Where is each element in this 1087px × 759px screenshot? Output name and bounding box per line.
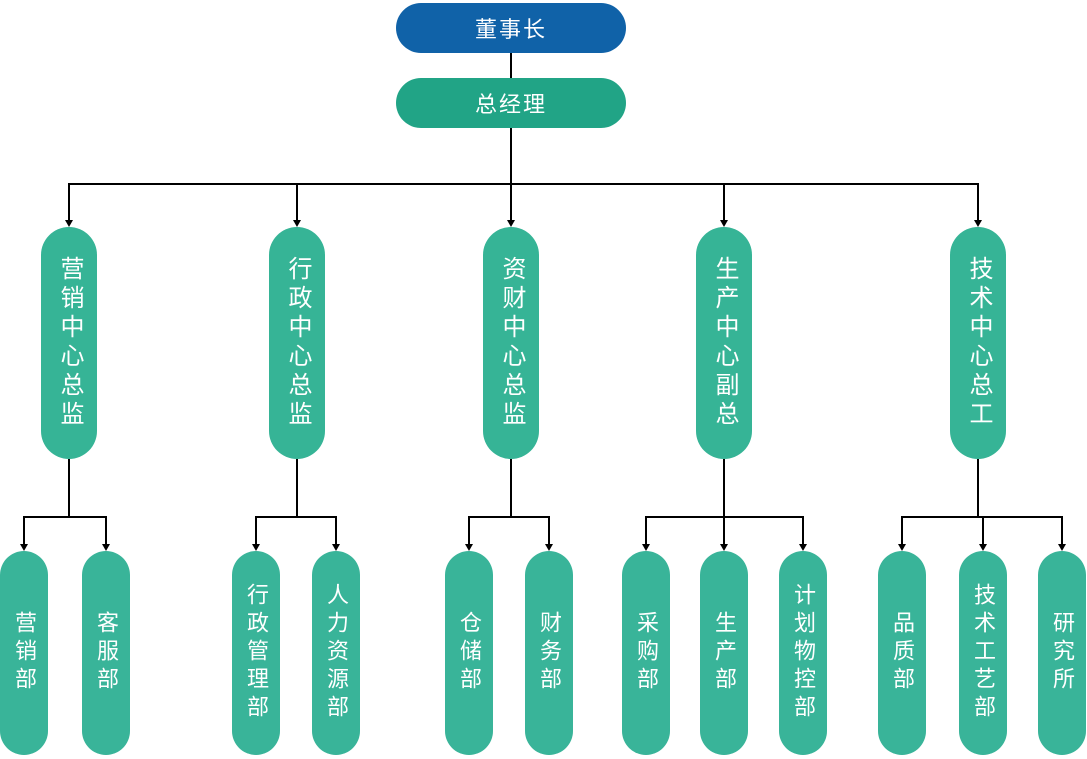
node-admin-management-dept-label: 行政管理部 xyxy=(244,583,269,723)
node-customer-service-dept: 客服部 xyxy=(82,551,130,755)
connector-stem-branch-5 xyxy=(977,459,979,516)
connector-bus-group-5 xyxy=(902,516,1062,518)
node-planning-material-control-dept-label: 计划物控部 xyxy=(791,583,816,723)
node-quality-dept-label: 品质部 xyxy=(890,611,915,695)
node-research-institute: 研究所 xyxy=(1038,551,1086,755)
arrow-down-icon xyxy=(978,544,987,551)
node-admin-management-dept: 行政管理部 xyxy=(232,551,280,755)
node-marketing-dept: 营销部 xyxy=(0,551,48,755)
node-marketing-center-director-label: 营销中心总监 xyxy=(56,256,83,430)
node-finance-center-director: 资财中心总监 xyxy=(483,227,539,459)
node-tech-process-dept-label: 技术工艺部 xyxy=(971,583,996,723)
connector-gm-stem xyxy=(510,128,512,183)
connector-bus-group-2 xyxy=(256,516,336,518)
connector-top-bus xyxy=(69,183,979,185)
node-warehouse-dept: 仓储部 xyxy=(445,551,493,755)
arrow-down-icon xyxy=(1057,544,1066,551)
connector-stem-branch-3 xyxy=(510,459,512,516)
arrow-down-icon xyxy=(331,544,340,551)
connector-drop-leaf xyxy=(105,516,107,544)
node-production-dept: 生产部 xyxy=(700,551,748,755)
node-hr-dept-label: 人力资源部 xyxy=(324,583,349,723)
connector-drop-leaf xyxy=(335,516,337,544)
connector-drop-leaf xyxy=(23,516,25,544)
connector-drop-leaf xyxy=(645,516,647,544)
node-general-manager: 总经理 xyxy=(396,78,626,128)
node-warehouse-dept-label: 仓储部 xyxy=(457,611,482,695)
arrow-down-icon xyxy=(544,544,553,551)
node-research-institute-label: 研究所 xyxy=(1050,611,1075,695)
connector-stem-branch-1 xyxy=(68,459,70,516)
connector-drop-branch-5 xyxy=(977,183,979,220)
connector-drop-leaf xyxy=(468,516,470,544)
connector-drop-leaf xyxy=(802,516,804,544)
connector-drop-branch-1 xyxy=(68,183,70,220)
connector-drop-branch-4 xyxy=(723,183,725,220)
connector-drop-branch-3 xyxy=(510,183,512,220)
connector-drop-leaf xyxy=(548,516,550,544)
arrow-down-icon xyxy=(897,544,906,551)
node-admin-center-director: 行政中心总监 xyxy=(269,227,325,459)
node-admin-center-director-label: 行政中心总监 xyxy=(284,256,311,430)
arrow-down-icon xyxy=(292,220,301,227)
node-planning-material-control-dept: 计划物控部 xyxy=(779,551,827,755)
arrow-down-icon xyxy=(251,544,260,551)
node-production-center-deputy: 生产中心副总 xyxy=(696,227,752,459)
connector-bus-group-1 xyxy=(24,516,106,518)
connector-stem-branch-4 xyxy=(723,459,725,516)
connector-stem-branch-2 xyxy=(296,459,298,516)
node-general-manager-label: 总经理 xyxy=(474,92,547,117)
arrow-down-icon xyxy=(719,220,728,227)
node-tech-center-chief-label: 技术中心总工 xyxy=(965,256,992,430)
node-marketing-dept-label: 营销部 xyxy=(12,611,37,695)
arrow-down-icon xyxy=(464,544,473,551)
arrow-down-icon xyxy=(506,220,515,227)
node-production-center-deputy-label: 生产中心副总 xyxy=(711,256,738,430)
node-finance-dept-label: 财务部 xyxy=(537,611,562,695)
arrow-down-icon xyxy=(973,220,982,227)
node-customer-service-dept-label: 客服部 xyxy=(94,611,119,695)
arrow-down-icon xyxy=(64,220,73,227)
connector-drop-leaf xyxy=(1061,516,1063,544)
node-hr-dept: 人力资源部 xyxy=(312,551,360,755)
node-finance-dept: 财务部 xyxy=(525,551,573,755)
connector-bus-group-3 xyxy=(469,516,549,518)
node-tech-center-chief: 技术中心总工 xyxy=(950,227,1006,459)
node-procurement-dept-label: 采购部 xyxy=(634,611,659,695)
node-finance-center-director-label: 资财中心总监 xyxy=(498,256,525,430)
arrow-down-icon xyxy=(19,544,28,551)
arrow-down-icon xyxy=(101,544,110,551)
connector-chairman-gm xyxy=(510,53,512,78)
connector-drop-leaf xyxy=(723,516,725,544)
arrow-down-icon xyxy=(798,544,807,551)
node-tech-process-dept: 技术工艺部 xyxy=(959,551,1007,755)
node-chairman: 董事长 xyxy=(396,3,626,53)
node-production-dept-label: 生产部 xyxy=(712,611,737,695)
arrow-down-icon xyxy=(641,544,650,551)
arrow-down-icon xyxy=(719,544,728,551)
node-marketing-center-director: 营销中心总监 xyxy=(41,227,97,459)
connector-drop-leaf xyxy=(255,516,257,544)
connector-drop-branch-2 xyxy=(296,183,298,220)
connector-drop-leaf xyxy=(982,516,984,544)
node-chairman-label: 董事长 xyxy=(474,17,547,42)
connector-drop-leaf xyxy=(901,516,903,544)
node-quality-dept: 品质部 xyxy=(878,551,926,755)
node-procurement-dept: 采购部 xyxy=(622,551,670,755)
